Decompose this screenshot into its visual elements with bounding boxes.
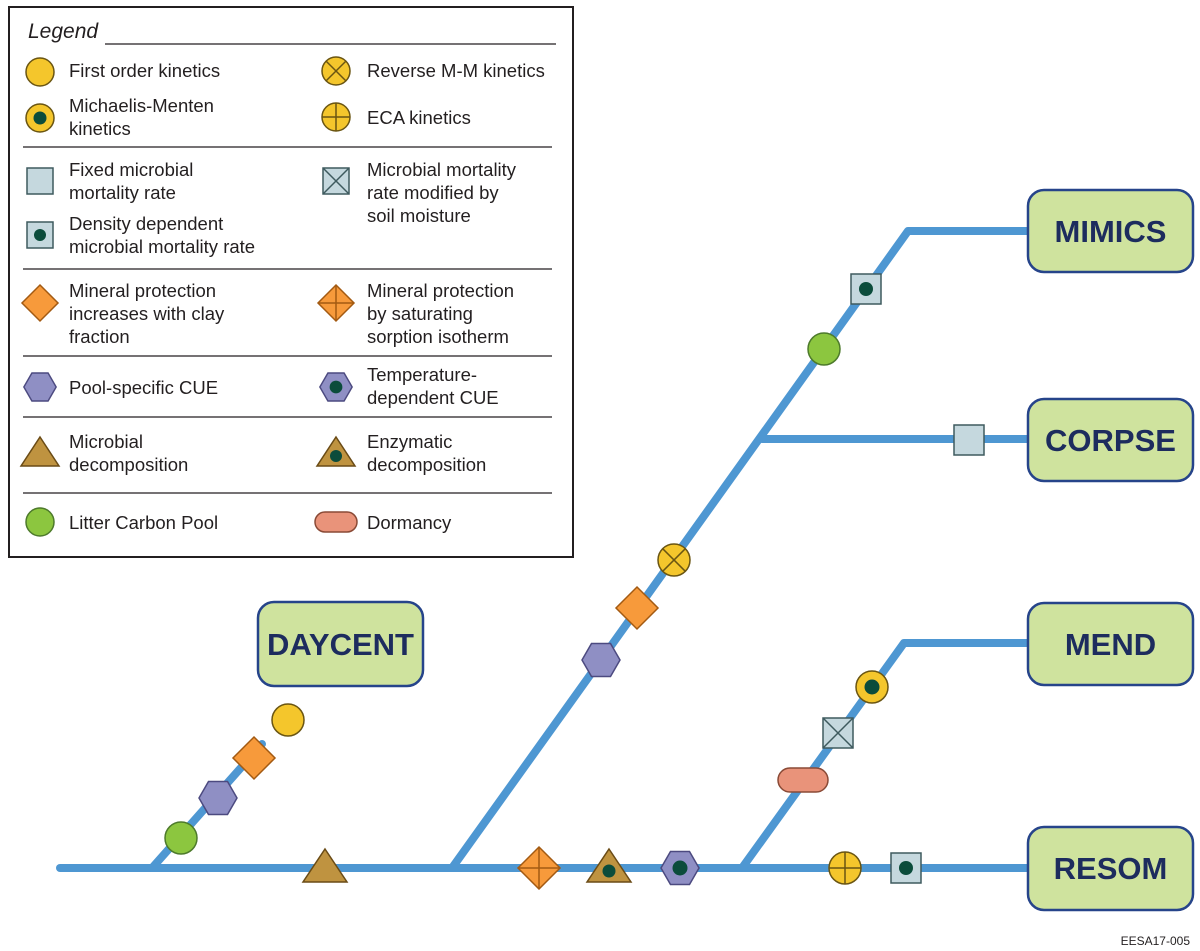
orange-diamond-icon [614, 585, 660, 631]
model-label-corpse: CORPSE [1045, 423, 1176, 458]
salmon-pill-icon [777, 767, 829, 793]
yellow-circle-x-icon [321, 56, 351, 86]
green-circle-icon [25, 507, 55, 537]
orange-diamond-plus-icon [316, 283, 356, 323]
model-box-resom: RESOM [1026, 825, 1195, 912]
legend-text: Reverse M-M kinetics [367, 60, 545, 81]
gray-square-icon [953, 424, 985, 456]
model-box-corpse: CORPSE [1026, 397, 1195, 483]
legend-title: Legend [28, 20, 99, 43]
green-circle-icon [164, 821, 198, 855]
legend-text: Litter Carbon Pool [69, 512, 218, 533]
yellow-circle-plus-icon [321, 102, 351, 132]
yellow-circle-icon [271, 703, 305, 737]
yellow-circle-x-icon [657, 543, 691, 577]
legend-item: First order kinetics [25, 57, 220, 87]
legend-item: Pool-specific CUE [23, 372, 218, 402]
gray-square-dot-icon [850, 273, 882, 305]
purple-hexagon-icon [581, 642, 621, 678]
model-label-mimics: MIMICS [1055, 214, 1167, 249]
legend-text: Dormancy [367, 512, 452, 533]
legend-text: ECA kinetics [367, 107, 471, 128]
green-circle-icon [807, 332, 841, 366]
model-box-mend: MEND [1026, 601, 1195, 687]
gray-square-dot-icon [26, 221, 54, 249]
yellow-circle-icon [25, 57, 55, 87]
brown-triangle-dot-icon [585, 847, 633, 883]
gray-square-dot-icon [890, 852, 922, 884]
orange-diamond-icon [20, 283, 60, 323]
legend-item: Dormancy [314, 511, 452, 533]
legend-text: Pool-specific CUE [69, 377, 218, 398]
yellow-circle-dot-icon [25, 103, 55, 133]
gray-square-x-icon [322, 167, 350, 195]
legend-item: ECA kinetics [321, 102, 471, 132]
salmon-pill-icon [314, 511, 358, 533]
yellow-circle-dot-icon [855, 670, 889, 704]
legend-dividers [23, 146, 552, 494]
legend-text: First order kinetics [69, 60, 220, 81]
model-label-daycent: DAYCENT [267, 627, 414, 662]
model-label-resom: RESOM [1054, 851, 1168, 886]
legend: Legend First order kinetics Reverse M-M … [8, 6, 574, 558]
legend-item: Reverse M-M kinetics [321, 56, 545, 86]
purple-hexagon-dot-icon [660, 850, 700, 886]
purple-hexagon-dot-icon [319, 372, 353, 402]
mend-branch-line [738, 639, 1034, 872]
figure-credit: EESA17-005 [1121, 934, 1191, 948]
model-box-mimics: MIMICS [1026, 188, 1195, 274]
legend-text: Temperature-dependent CUE [367, 364, 499, 408]
yellow-circle-plus-icon [828, 851, 862, 885]
brown-triangle-icon [19, 435, 61, 467]
gray-square-icon [26, 167, 54, 195]
brown-triangle-dot-icon [315, 435, 357, 467]
brown-triangle-icon [301, 847, 349, 883]
orange-diamond-plus-icon [516, 845, 562, 891]
gray-square-x-icon [822, 717, 854, 749]
orange-diamond-icon [231, 735, 277, 781]
purple-hexagon-icon [23, 372, 57, 402]
model-box-daycent: DAYCENT [256, 600, 425, 688]
legend-item: Litter Carbon Pool [25, 507, 218, 537]
model-label-mend: MEND [1065, 627, 1156, 662]
legend-item: Temperature-dependent CUE [319, 364, 499, 408]
